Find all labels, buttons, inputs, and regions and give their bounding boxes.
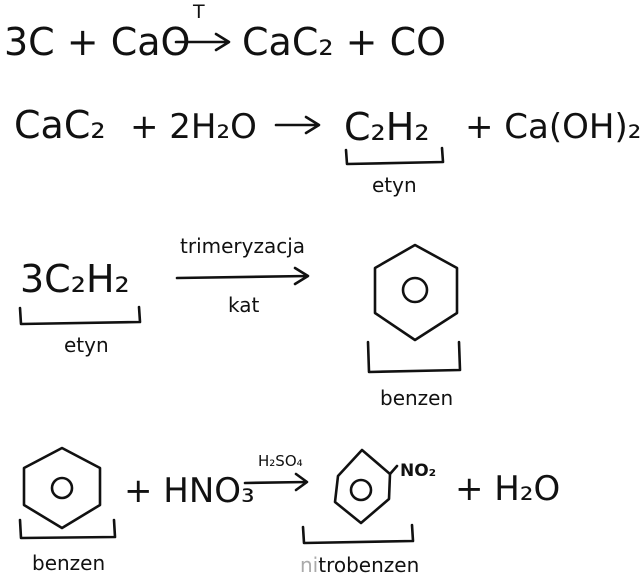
reaction1-condition: T bbox=[192, 1, 205, 23]
reaction4-reagent: + HNO₃ bbox=[124, 471, 255, 511]
bracket bbox=[344, 146, 445, 166]
reaction4-product-label: trobenzen bbox=[318, 553, 419, 577]
reaction4-side-product: + H₂O bbox=[455, 469, 560, 509]
reaction2-product-side: + Ca(OH)₂ bbox=[465, 107, 640, 147]
reaction2-reactant: CaC₂ bbox=[14, 103, 106, 147]
reaction4-product-label-faded: ni bbox=[300, 553, 318, 577]
reaction4-product-label-group: nitrobenzen bbox=[300, 553, 419, 577]
reaction3-reactant: 3C₂H₂ bbox=[20, 257, 130, 301]
reaction3-reactant-label: etyn bbox=[64, 333, 109, 357]
reaction3-product-label: benzen bbox=[380, 386, 453, 410]
arrow-icon bbox=[243, 472, 309, 492]
reaction4-reactant-label: benzen bbox=[32, 551, 105, 575]
reaction3-condition-top: trimeryzacja bbox=[180, 234, 305, 258]
benzene-ring-icon bbox=[373, 243, 459, 342]
arrow-icon bbox=[274, 115, 321, 135]
benzene-ring-icon bbox=[333, 448, 399, 525]
reaction2-label: etyn bbox=[372, 173, 417, 197]
arrow-icon bbox=[174, 32, 231, 52]
bracket bbox=[18, 518, 117, 540]
reaction2-product-main: C₂H₂ bbox=[344, 105, 430, 149]
arrow-icon bbox=[175, 266, 310, 286]
bracket bbox=[301, 523, 415, 545]
reaction1-products: CaC₂ + CO bbox=[242, 20, 446, 64]
reaction1-reactants: 3C + CaO bbox=[4, 20, 190, 64]
benzene-ring-icon bbox=[22, 446, 102, 530]
reaction2-water: + 2H₂O bbox=[130, 107, 257, 147]
reaction3-condition-bottom: kat bbox=[228, 293, 259, 317]
reaction4-substituent: NO₂ bbox=[400, 461, 436, 481]
bracket bbox=[18, 305, 142, 326]
bracket bbox=[366, 340, 462, 374]
reaction4-catalyst: H₂SO₄ bbox=[258, 452, 303, 470]
